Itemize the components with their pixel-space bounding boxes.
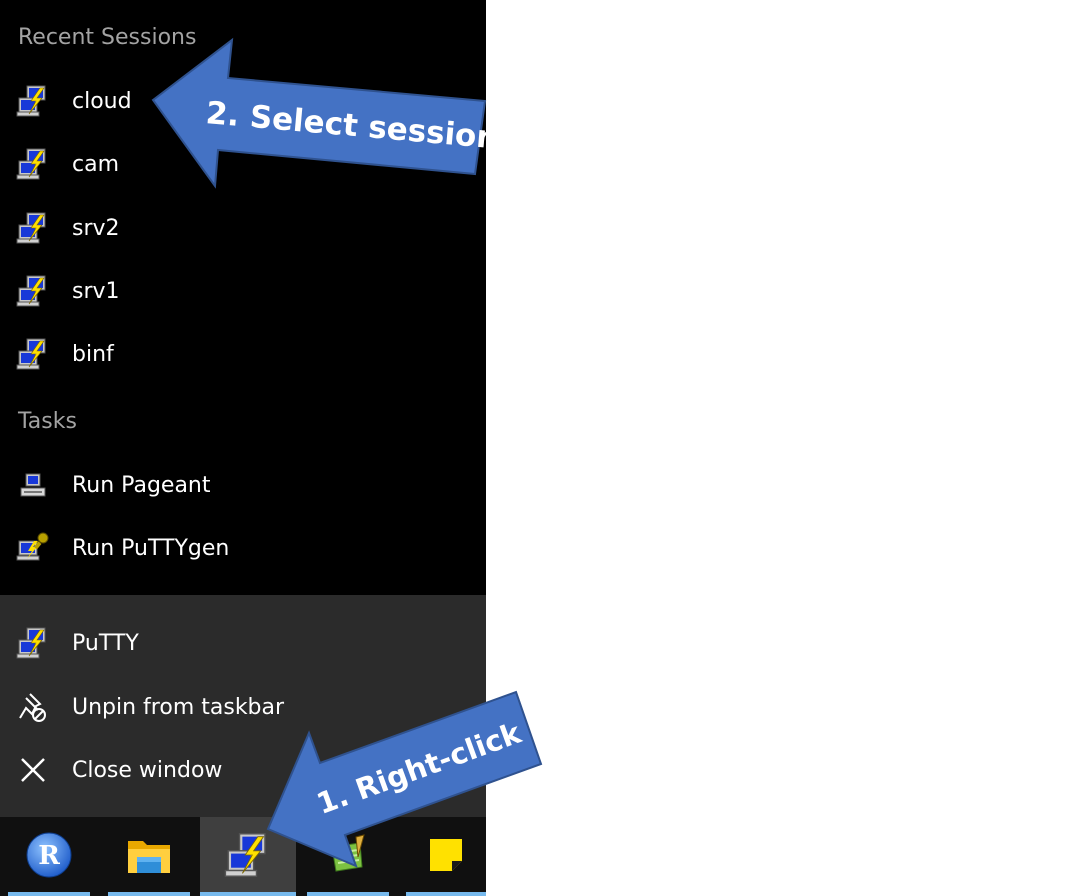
tasks-header: Tasks: [18, 409, 77, 434]
recent-session-cam[interactable]: cam: [0, 135, 486, 193]
task-run-puttygen[interactable]: Run PuTTYgen: [0, 519, 486, 577]
close-window-item[interactable]: Close window: [0, 741, 486, 799]
recent-session-label: cloud: [72, 88, 132, 114]
task-label: Run Pageant: [72, 472, 211, 498]
footer-item-label: PuTTY: [72, 630, 139, 656]
recent-sessions-header: Recent Sessions: [18, 25, 197, 50]
select-session-arrow: [151, 37, 487, 189]
footer-item-label: Close window: [72, 757, 223, 783]
sticky-notes-icon: [426, 835, 466, 879]
recent-session-srv2[interactable]: srv2: [0, 199, 486, 257]
svg-text:R: R: [38, 841, 60, 871]
taskbar: R: [0, 817, 486, 896]
pageant-icon: [16, 468, 50, 502]
footer-item-label: Unpin from taskbar: [72, 694, 285, 720]
taskbar-sticky-notes[interactable]: [406, 817, 486, 896]
recent-session-binf[interactable]: binf: [0, 325, 486, 383]
puttygen-icon: [16, 531, 50, 565]
right-click-arrow: [266, 690, 543, 868]
task-label: Run PuTTYgen: [72, 535, 230, 561]
recent-session-label: srv2: [72, 215, 120, 241]
recent-session-srv1[interactable]: srv1: [0, 262, 486, 320]
taskbar-r-app[interactable]: R: [8, 817, 90, 896]
recent-session-label: srv1: [72, 278, 120, 304]
taskbar-putty[interactable]: [200, 817, 296, 896]
unpin-icon: [16, 690, 50, 724]
recent-session-cloud[interactable]: cloud: [0, 72, 486, 130]
r-icon: R: [25, 831, 73, 883]
taskbar-file-explorer[interactable]: [108, 817, 190, 896]
close-icon: [16, 753, 50, 787]
recent-session-label: binf: [72, 341, 114, 367]
unpin-from-taskbar-item[interactable]: Unpin from taskbar: [0, 678, 486, 736]
task-run-pageant[interactable]: Run Pageant: [0, 456, 486, 514]
open-putty-item[interactable]: PuTTY: [0, 614, 486, 672]
file-explorer-icon: [125, 833, 173, 881]
recent-session-label: cam: [72, 151, 120, 177]
